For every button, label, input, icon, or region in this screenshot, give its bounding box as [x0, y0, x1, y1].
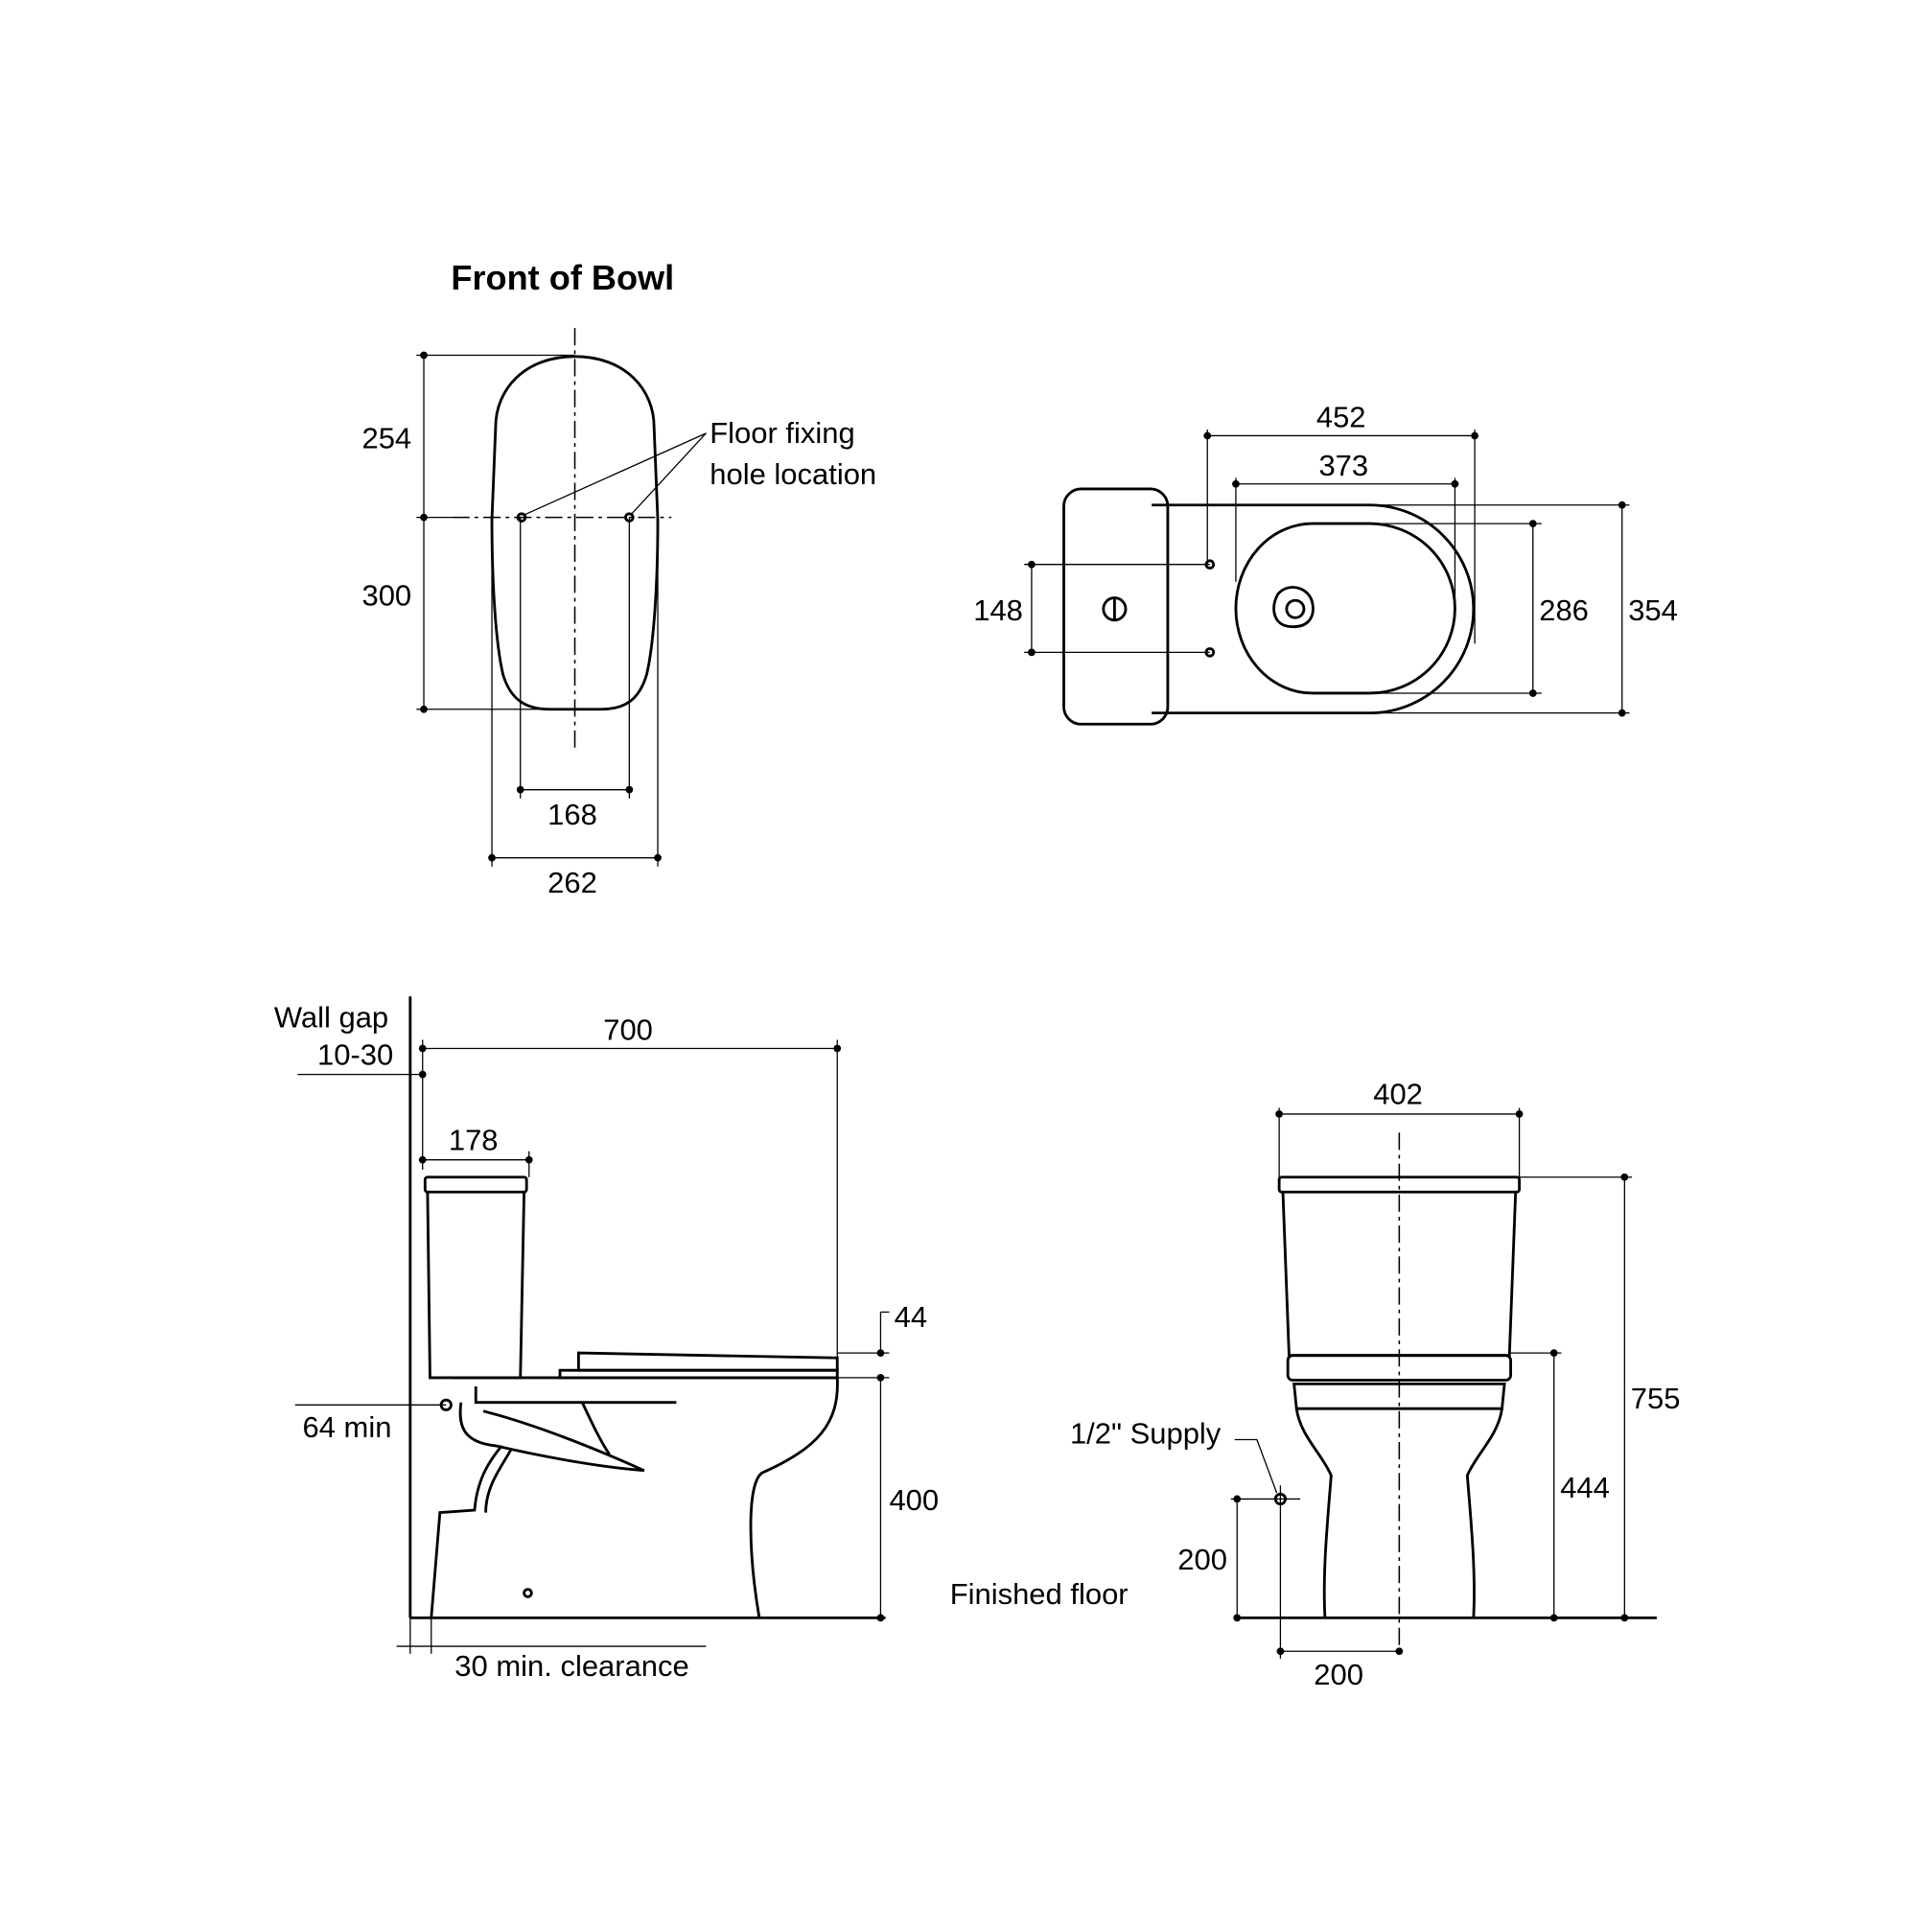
dim-300: 300: [361, 578, 411, 612]
dim-286: 286: [1539, 593, 1589, 627]
front-of-bowl-title: Front of Bowl: [451, 258, 674, 297]
dim-168: 168: [547, 798, 597, 831]
bowl-top: [1152, 503, 1476, 715]
cistern-lid: [423, 1175, 528, 1194]
side-elevation-view: Wall gap 10-30 700 178 44 400 64 min 30 …: [274, 996, 1129, 1683]
dim-200-offset: 200: [1314, 1658, 1363, 1691]
top-plan-view: 452 373 286 354 148: [973, 400, 1678, 726]
dim-148: 148: [973, 593, 1023, 627]
dim-402: 402: [1373, 1078, 1423, 1111]
bowl-footprint-view: 254 300 168 262 Floor fixing hole locati…: [361, 328, 876, 899]
fixing-hole: [516, 512, 527, 523]
dim-755: 755: [1631, 1382, 1681, 1415]
floor-fixing-label-2: hole location: [710, 457, 876, 491]
drain-outlet: [1272, 586, 1315, 629]
flush-button: [1102, 596, 1128, 622]
cistern-top: [1062, 487, 1170, 726]
pedestal-left: [1294, 1408, 1333, 1618]
floor-fixing-label: Floor fixing: [710, 416, 854, 450]
front-elevation-view: 402 755 444 1/2" Supply 200 200: [1070, 1078, 1681, 1691]
dim-400: 400: [889, 1483, 939, 1517]
dim-444: 444: [1560, 1471, 1610, 1504]
dim-373: 373: [1318, 449, 1368, 482]
bowl-outline: [490, 355, 660, 711]
supply-label: 1/2" Supply: [1070, 1416, 1222, 1450]
dim-44: 44: [895, 1300, 927, 1334]
dim-178: 178: [449, 1123, 499, 1156]
dim-254: 254: [361, 421, 411, 454]
fixing-hole: [624, 512, 635, 523]
wall-gap-value: 10-30: [317, 1037, 393, 1071]
pedestal-right: [1465, 1408, 1503, 1618]
bowl-side: [452, 1376, 839, 1618]
bowl-inner: [1234, 522, 1456, 695]
cistern: [426, 1192, 526, 1380]
seat-lid: [576, 1351, 839, 1372]
outlet-64-min: 64 min: [303, 1410, 392, 1444]
finished-floor-label: Finished floor: [950, 1577, 1129, 1611]
clearance-label: 30 min. clearance: [454, 1649, 688, 1683]
dim-200-height: 200: [1177, 1543, 1227, 1576]
wall-gap-label: Wall gap: [274, 1001, 388, 1035]
dim-452: 452: [1316, 400, 1366, 433]
dim-262: 262: [547, 866, 597, 899]
dim-700: 700: [603, 1012, 653, 1046]
dim-354: 354: [1628, 593, 1678, 627]
